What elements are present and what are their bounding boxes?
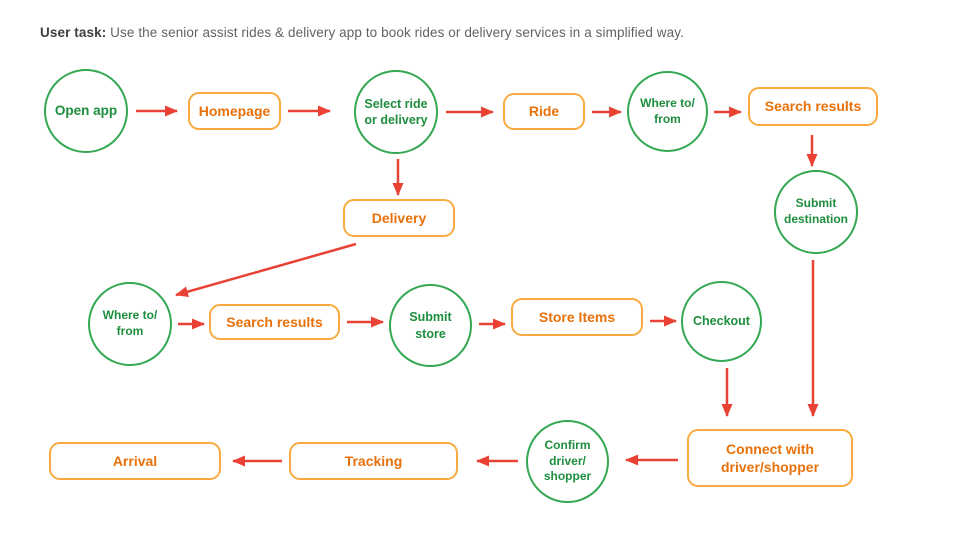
node-connect-with-driver-shopper: Connect with driver/shopper [687,429,853,487]
user-task-label: User task: [40,25,107,40]
node-where-to-from-delivery: Where to/ from [88,282,172,366]
node-submit-destination: Submit destination [774,170,858,254]
node-search-results-delivery: Search results [209,304,340,340]
node-ride: Ride [503,93,585,130]
user-task-description: Use the senior assist rides & delivery a… [110,25,684,40]
node-open-app: Open app [44,69,128,153]
node-checkout: Checkout [681,281,762,362]
arrow-delivery-to-where-delivery [175,242,357,298]
node-submit-store: Submit store [389,284,472,367]
node-delivery: Delivery [343,199,455,237]
node-select-ride-or-delivery: Select ride or delivery [354,70,438,154]
node-arrival: Arrival [49,442,221,480]
node-search-results-ride: Search results [748,87,878,126]
node-where-to-from-ride: Where to/ from [627,71,708,152]
node-store-items: Store Items [511,298,643,336]
user-task-text: User task: Use the senior assist rides &… [40,25,684,40]
node-tracking: Tracking [289,442,458,480]
node-homepage: Homepage [188,92,281,130]
node-confirm-driver-shopper: Confirm driver/ shopper [526,420,609,503]
